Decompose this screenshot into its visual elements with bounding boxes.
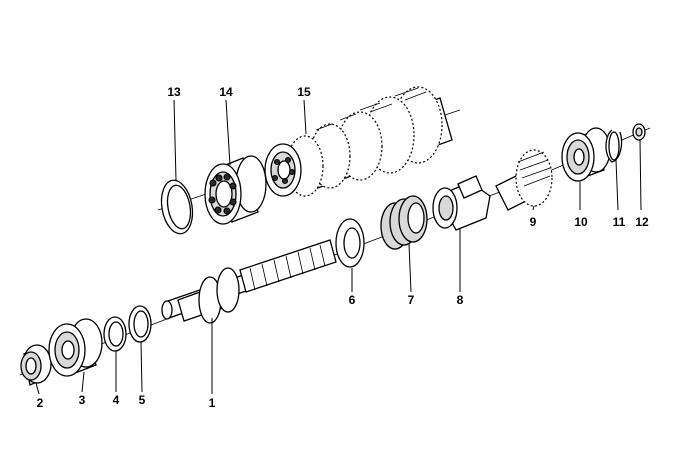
callout-3: 3 xyxy=(79,393,86,407)
callout-11: 11 xyxy=(613,215,626,229)
leader-14 xyxy=(225,99,231,166)
callout-10: 10 xyxy=(574,215,588,229)
part-12-nut xyxy=(632,123,646,141)
leader-2 xyxy=(35,382,40,395)
callout-15: 15 xyxy=(297,85,311,99)
part-11-circlip xyxy=(605,129,623,163)
part-10-bearing xyxy=(561,127,611,182)
callout-12: 12 xyxy=(635,215,649,229)
callout-8: 8 xyxy=(457,293,464,307)
leader-9 xyxy=(532,205,535,211)
callout-5: 5 xyxy=(139,393,146,407)
leader-7 xyxy=(408,243,412,293)
callout-14: 14 xyxy=(219,85,233,99)
part-8-coupling-sleeve xyxy=(432,175,491,231)
callout-6: 6 xyxy=(349,293,356,307)
part-2-bearing xyxy=(20,344,52,386)
leader-12 xyxy=(639,139,642,211)
leader-13 xyxy=(173,99,177,181)
part-4-ring xyxy=(103,316,127,352)
part-14-ball-bearing xyxy=(204,155,267,225)
callout-1: 1 xyxy=(209,396,216,410)
part-13-shim-ring xyxy=(160,179,194,235)
callout-4: 4 xyxy=(113,393,120,407)
callout-9: 9 xyxy=(530,215,537,229)
leader-11 xyxy=(615,159,619,211)
callout-13: 13 xyxy=(167,85,181,99)
leader-3 xyxy=(81,371,85,393)
part-15-cluster-gear xyxy=(264,86,453,197)
callout-7: 7 xyxy=(408,293,415,307)
callout-2: 2 xyxy=(37,396,44,410)
part-5-ring xyxy=(128,305,152,343)
leader-5 xyxy=(140,341,143,393)
part-6-washer xyxy=(335,218,365,268)
part-3-bearing xyxy=(48,318,103,377)
part-9-bevel-pinion xyxy=(495,149,553,211)
part-7-spring xyxy=(380,195,428,250)
part-1-main-shaft xyxy=(161,239,337,324)
leader-15 xyxy=(303,99,307,135)
